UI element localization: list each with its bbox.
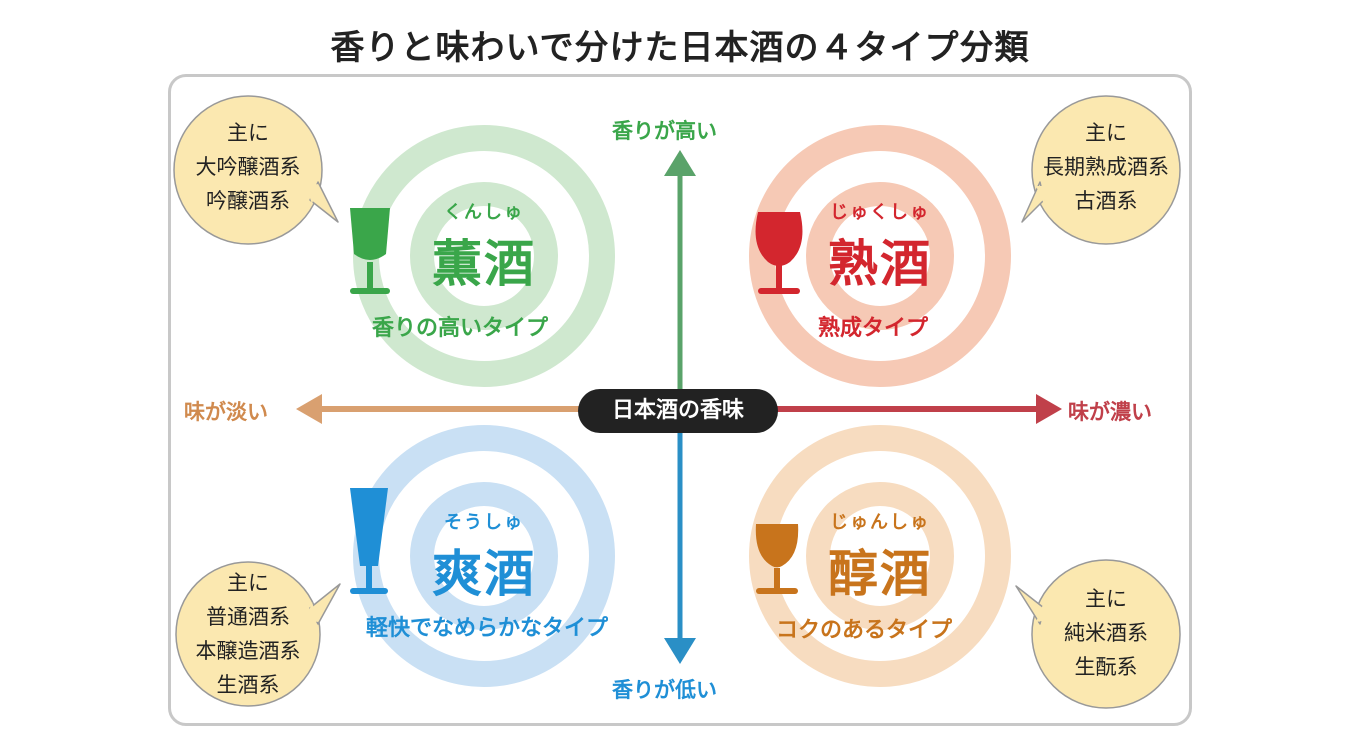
soushu-kanji: 爽酒: [432, 545, 536, 603]
axis-label-right: 味が濃い: [1068, 400, 1152, 424]
axis-down-arrowhead: [664, 638, 696, 664]
bubble-line: 主に: [227, 121, 269, 145]
soushu-bubble: [175, 561, 341, 707]
bubble-line: 長期熟成酒系: [1043, 155, 1169, 179]
axis-up-arrowhead: [664, 150, 696, 176]
kunshu-glass-icon: [350, 208, 390, 294]
soushu-glass-icon: [350, 488, 388, 594]
bubble-line: 古酒系: [1074, 189, 1138, 213]
junshu-bubble: [1015, 559, 1181, 709]
soushu-ring-inner: [410, 482, 558, 630]
bubble-line: 本醸造酒系: [195, 639, 301, 663]
kunshu-ring-inner: [410, 182, 558, 330]
junshu-ruby: じゅんしゅ: [830, 512, 930, 533]
jukushu-ruby: じゅくしゅ: [830, 202, 930, 223]
bubble-line: 大吟醸酒系: [195, 155, 301, 179]
bubble-line: 生酛系: [1074, 655, 1138, 679]
junshu-kanji: 醇酒: [828, 545, 932, 603]
jukushu-ring-inner: [806, 182, 954, 330]
jukushu-bubble: [1021, 95, 1181, 245]
kunshu-ruby: くんしゅ: [444, 202, 524, 223]
jukushu-ring-outer: [749, 125, 1011, 387]
jukushu-type: 熟成タイプ: [818, 316, 929, 341]
jukushu-bubble-text: 主に 長期熟成酒系 古酒系: [1032, 116, 1180, 218]
jukushu-glass-icon: [755, 212, 803, 294]
bubble-line: 純米酒系: [1064, 621, 1148, 645]
junshu-ring-inner: [806, 482, 954, 630]
axis-left-arrowhead: [296, 394, 322, 424]
kunshu-bubble-text: 主に 大吟醸酒系 吟醸酒系: [174, 116, 322, 218]
bubble-line: 普通酒系: [206, 605, 290, 629]
axis-label-top: 香りが高い: [612, 119, 717, 143]
bubble-line: 生酒系: [216, 673, 280, 697]
bubble-line: 吟醸酒系: [206, 189, 290, 213]
kunshu-kanji: 薫酒: [432, 235, 536, 293]
axis-label-left: 味が淡い: [184, 400, 268, 424]
bubble-line: 主に: [1085, 121, 1127, 145]
center-label: 日本酒の香味: [578, 389, 778, 433]
soushu-ruby: そうしゅ: [444, 512, 524, 533]
jukushu-rings: [749, 125, 1011, 387]
kunshu-bubble: [173, 95, 339, 245]
axis-right-arrowhead: [1036, 394, 1062, 424]
soushu-type: 軽快でなめらかなタイプ: [366, 616, 609, 641]
soushu-bubble-text: 主に 普通酒系 本醸造酒系 生酒系: [174, 566, 322, 702]
jukushu-kanji: 熟酒: [828, 235, 932, 293]
axis-label-bottom: 香りが低い: [612, 678, 717, 702]
junshu-type: コクのあるタイプ: [776, 618, 953, 643]
bubble-line: 主に: [1085, 587, 1127, 611]
page-title: 香りと味わいで分けた日本酒の４タイプ分類: [330, 28, 1030, 68]
junshu-bubble-text: 主に 純米酒系 生酛系: [1032, 582, 1180, 684]
kunshu-type: 香りの高いタイプ: [372, 316, 549, 341]
bubble-line: 主に: [227, 571, 269, 595]
junshu-glass-icon: [755, 524, 799, 594]
